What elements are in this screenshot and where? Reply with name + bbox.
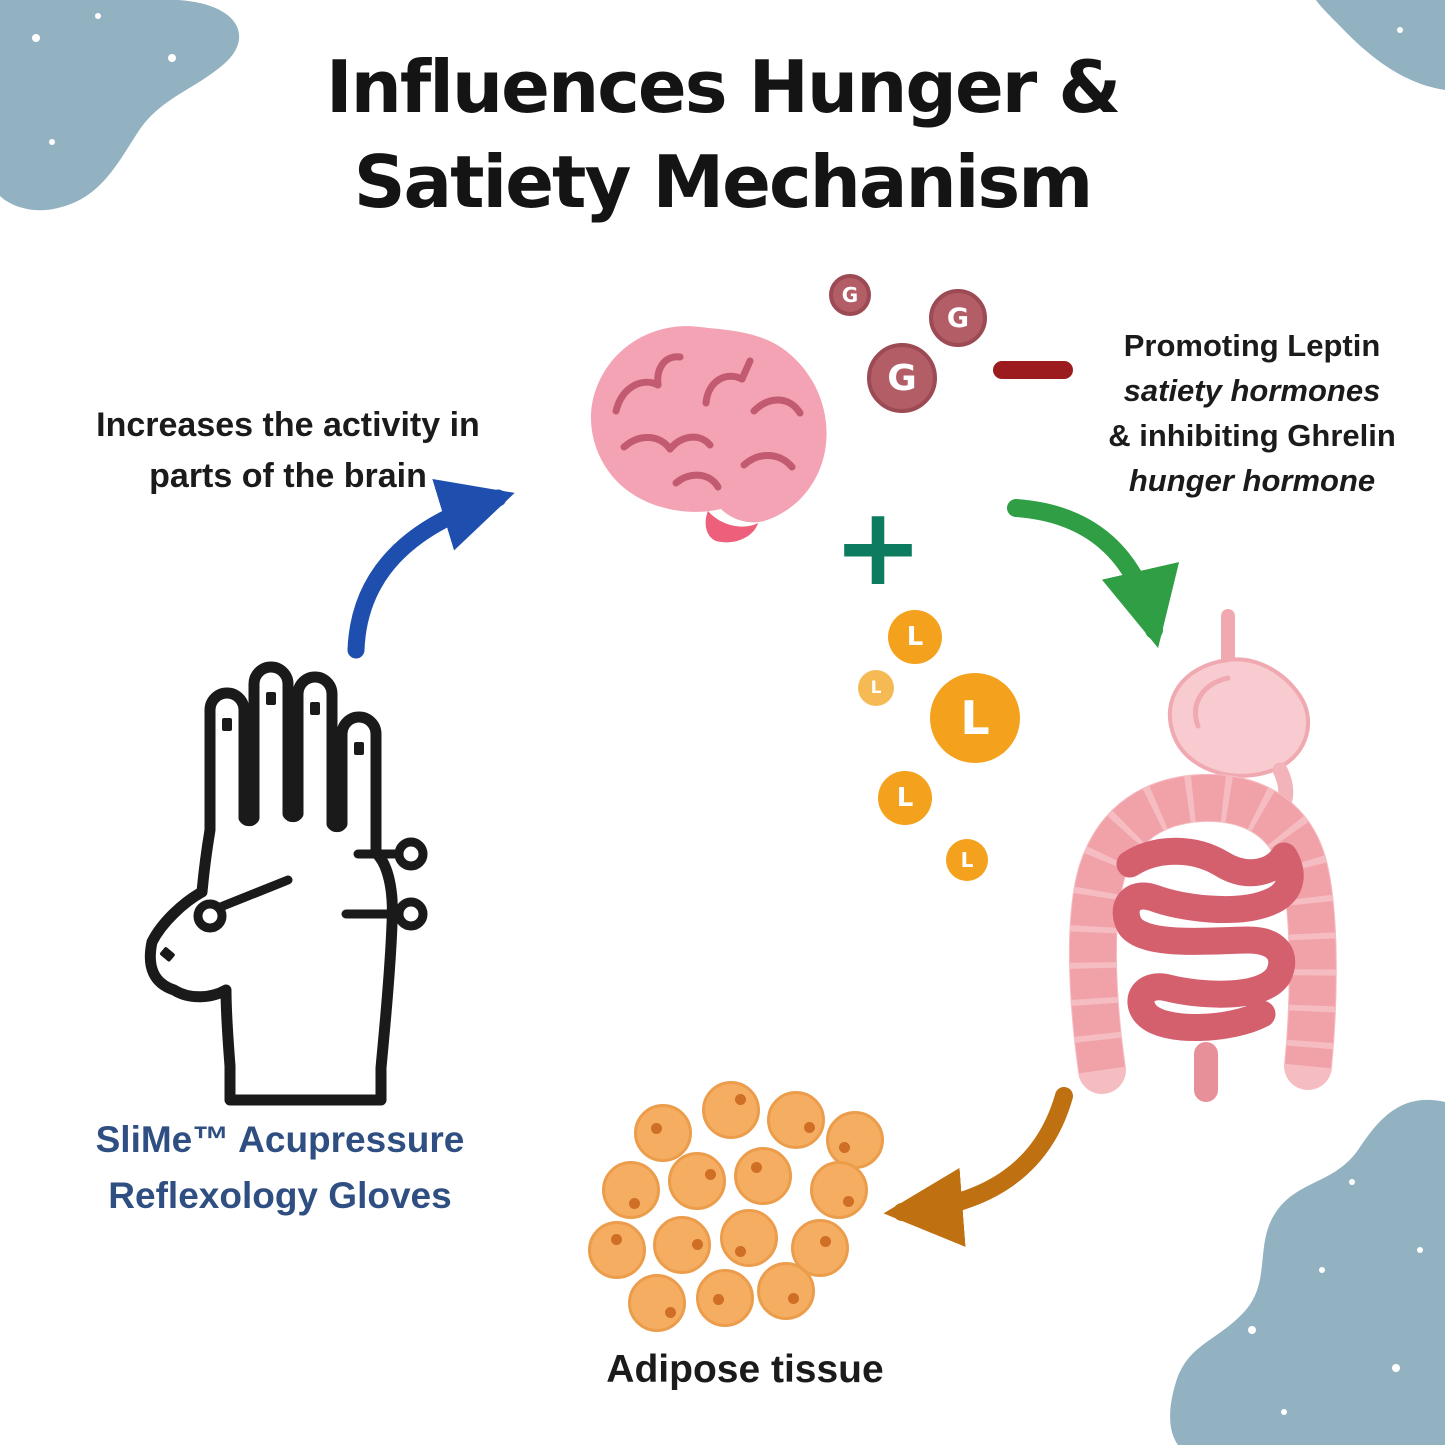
blob-top-left	[0, 0, 240, 211]
glove-label-line-1: SliMe™ Acupressure	[95, 1119, 465, 1160]
ghrelin-molecule-icon: G	[829, 274, 871, 316]
fat-cell-nucleus	[804, 1122, 815, 1133]
fingertip-pads	[160, 692, 364, 962]
fat-cell	[653, 1216, 711, 1274]
hormone-note-line-2: satiety hormones	[1123, 372, 1381, 408]
fat-cell-nucleus	[629, 1198, 640, 1209]
minus-sign	[993, 361, 1073, 379]
fat-cell	[810, 1161, 868, 1219]
fat-cell	[588, 1221, 646, 1279]
fat-cell-nucleus	[843, 1196, 854, 1207]
fat-cell-nucleus	[820, 1236, 831, 1247]
large-intestine-segments	[1069, 774, 1336, 1074]
acupressure-glove-icon	[144, 661, 428, 1106]
brain-note-line-1: Increases the activity in	[96, 406, 480, 444]
plus-sign: +	[832, 485, 924, 610]
brain-note-line-2: parts of the brain	[149, 457, 427, 495]
fat-cell-nucleus	[705, 1169, 716, 1180]
fat-cell	[628, 1274, 686, 1332]
hormone-note-line-3: & inhibiting Ghrelin	[1108, 417, 1396, 453]
adipose-label: Adipose tissue	[606, 1348, 884, 1391]
ghrelin-molecule-icon: G	[867, 343, 937, 413]
leptin-letter: L	[960, 691, 990, 745]
leptin-letter: L	[906, 622, 924, 652]
leptin-molecule-icon: L	[888, 610, 942, 664]
blob-top-right	[1316, 0, 1445, 90]
digestive-tract-icon	[1068, 609, 1337, 1102]
ghrelin-letter: G	[946, 302, 970, 334]
fat-cell-nucleus	[611, 1234, 622, 1245]
fat-cell-nucleus	[735, 1094, 746, 1105]
brain-body	[590, 326, 827, 523]
fat-cell	[602, 1161, 660, 1219]
title-line-2: Satiety Mechanism	[353, 140, 1094, 225]
fat-cell	[791, 1219, 849, 1277]
fat-cell-nucleus	[651, 1123, 662, 1134]
ghrelin-molecule-icon: G	[929, 289, 987, 347]
fat-cell	[634, 1104, 692, 1162]
fat-cell	[767, 1091, 825, 1149]
fat-cell-nucleus	[692, 1239, 703, 1250]
brain-note: Increases the activity in parts of the b…	[28, 400, 548, 502]
leptin-molecule-icon: L	[930, 673, 1020, 763]
page-title: Influences Hunger & Satiety Mechanism	[0, 40, 1445, 230]
fat-cell-nucleus	[735, 1246, 746, 1257]
ghrelin-letter: G	[887, 357, 917, 399]
leptin-molecule-icon: L	[858, 670, 894, 706]
fat-cell	[734, 1147, 792, 1205]
fat-cell	[757, 1262, 815, 1320]
leptin-molecule-icon: L	[878, 771, 932, 825]
small-intestine	[1112, 837, 1304, 1041]
leptin-letter: L	[896, 783, 914, 813]
hormone-note: Promoting Leptin satiety hormones & inhi…	[1072, 324, 1432, 504]
stomach-curve	[1193, 675, 1231, 729]
fat-cell-nucleus	[713, 1294, 724, 1305]
title-line-1: Influences Hunger &	[325, 45, 1121, 129]
hormone-note-line-1: Promoting Leptin	[1123, 328, 1381, 363]
fat-cell	[668, 1152, 726, 1210]
brain-stem	[705, 511, 758, 543]
adipose-tissue-icon	[588, 1078, 898, 1343]
fat-cell	[702, 1081, 760, 1139]
leptin-molecule-icon: L	[946, 839, 988, 881]
hormone-note-line-4: hunger hormone	[1128, 462, 1376, 498]
fat-cell-nucleus	[751, 1162, 762, 1173]
blob-bottom-right	[1170, 1099, 1445, 1445]
brain-icon	[590, 326, 827, 543]
ghrelin-letter: G	[841, 283, 859, 307]
fat-cell-nucleus	[788, 1293, 799, 1304]
stomach	[1167, 657, 1310, 778]
brain-folds	[612, 353, 804, 491]
glove-label-line-2: Reflexology Gloves	[108, 1174, 452, 1216]
fat-cell	[696, 1269, 754, 1327]
fat-cell-nucleus	[839, 1142, 850, 1153]
leptin-letter: L	[960, 848, 974, 872]
fat-cell	[720, 1209, 778, 1267]
sparkle-dots	[32, 13, 1423, 1415]
acupressure-leads	[193, 837, 428, 933]
leptin-letter: L	[870, 678, 882, 698]
fat-cell-nucleus	[665, 1307, 676, 1318]
glove-label: SliMe™ Acupressure Reflexology Gloves	[55, 1112, 505, 1223]
